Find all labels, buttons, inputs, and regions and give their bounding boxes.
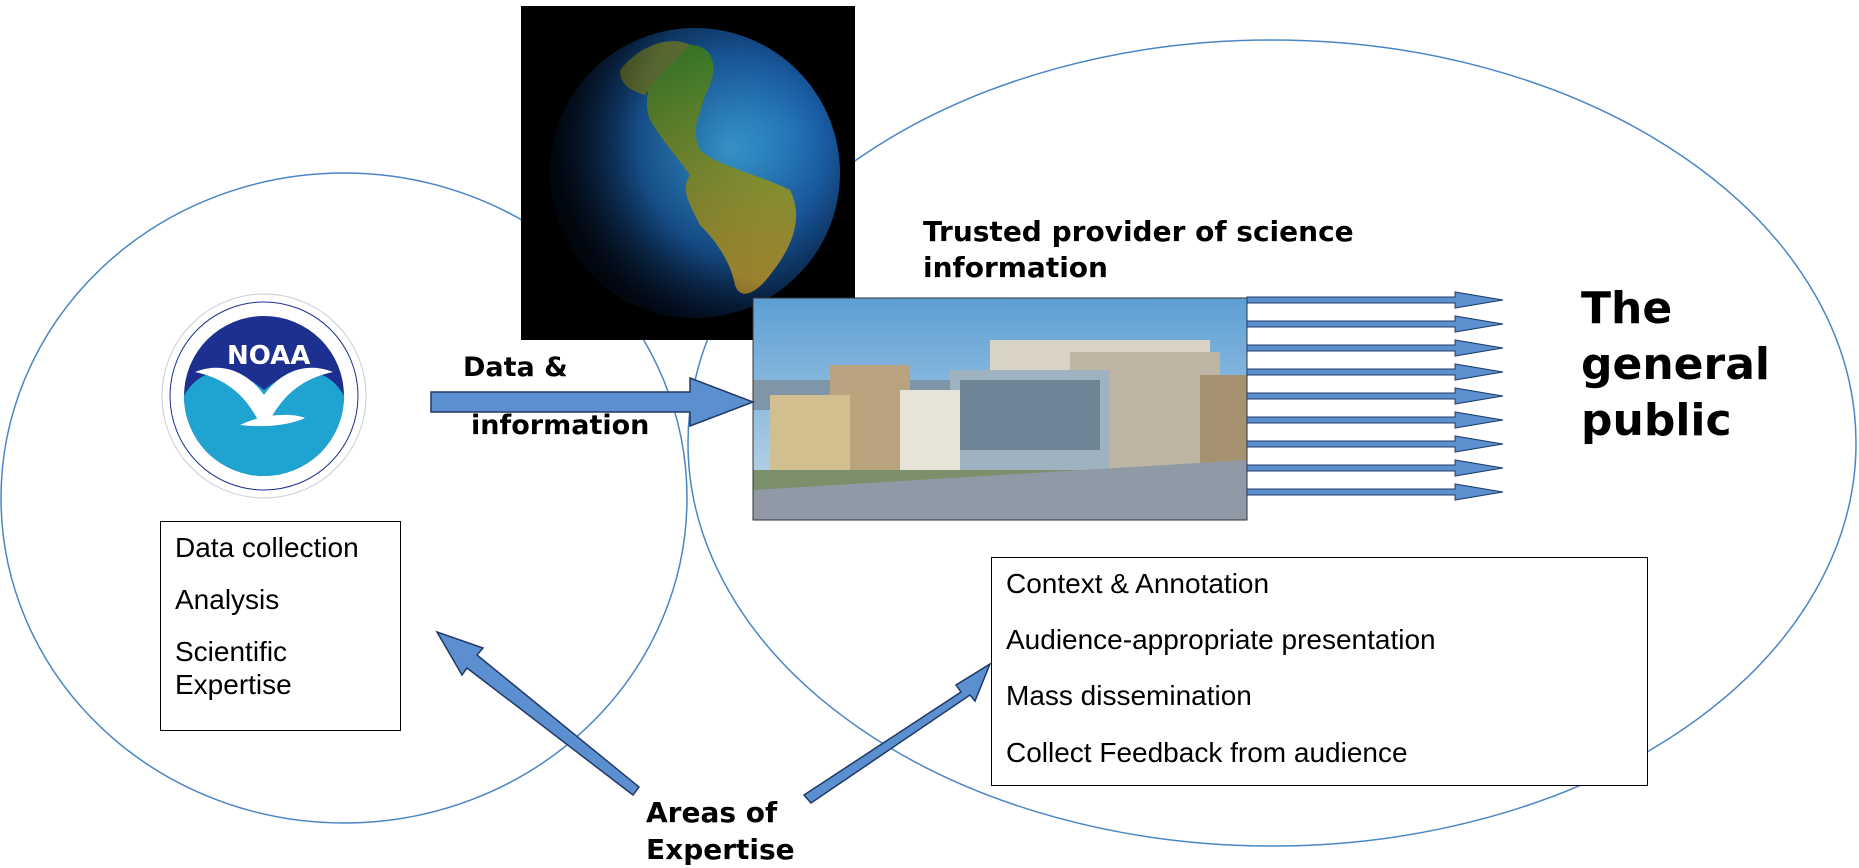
- audience-label-line1: The: [1581, 283, 1673, 334]
- data-flow-arrow: [430, 376, 756, 428]
- dissemination-arrow: [1246, 411, 1504, 429]
- audience-label-line3: public: [1581, 395, 1732, 446]
- left-ellipse: [0, 172, 688, 824]
- areas-label-line1: Areas of: [646, 796, 778, 829]
- flow-label-line2: information: [471, 410, 650, 441]
- dissemination-arrow: [1246, 459, 1504, 477]
- dissemination-arrow: [1246, 387, 1504, 405]
- areas-arrow-left: [435, 630, 641, 797]
- provider-label-line1: Trusted provider of science: [923, 215, 1354, 248]
- areas-arrow-right: [802, 662, 992, 804]
- noaa-logo-text: NOAA: [227, 341, 311, 371]
- left-box-item: Analysis: [175, 584, 280, 616]
- left-box-item: Data collection: [175, 532, 359, 563]
- dissemination-arrows: [1246, 291, 1504, 501]
- earth-globe-image: [521, 6, 855, 340]
- dissemination-arrow: [1246, 339, 1504, 357]
- areas-label-line2: Expertise: [646, 833, 795, 866]
- right-ellipse: [687, 39, 1857, 847]
- left-capabilities-box: Data collection Analysis Scientific Expe…: [160, 521, 401, 731]
- dissemination-arrow: [1246, 483, 1504, 501]
- dissemination-arrow: [1246, 435, 1504, 453]
- right-capabilities-box: Context & Annotation Audience-appropriat…: [991, 557, 1648, 786]
- dissemination-arrow: [1246, 315, 1504, 333]
- flow-label-line1: Data &: [463, 352, 568, 383]
- right-box-item: Mass dissemination: [1006, 680, 1252, 712]
- dissemination-arrow: [1246, 291, 1504, 309]
- right-box-item: Collect Feedback from audience: [1006, 736, 1408, 768]
- right-box-item: Audience-appropriate presentation: [1006, 624, 1436, 656]
- audience-label-line2: general: [1581, 339, 1770, 390]
- right-box-item: Context & Annotation: [1006, 568, 1270, 599]
- building-photo: [752, 297, 1248, 521]
- provider-label-line2: information: [923, 251, 1108, 284]
- left-box-item: Scientific Expertise: [175, 636, 292, 700]
- noaa-logo: [161, 293, 367, 499]
- dissemination-arrow: [1246, 363, 1504, 381]
